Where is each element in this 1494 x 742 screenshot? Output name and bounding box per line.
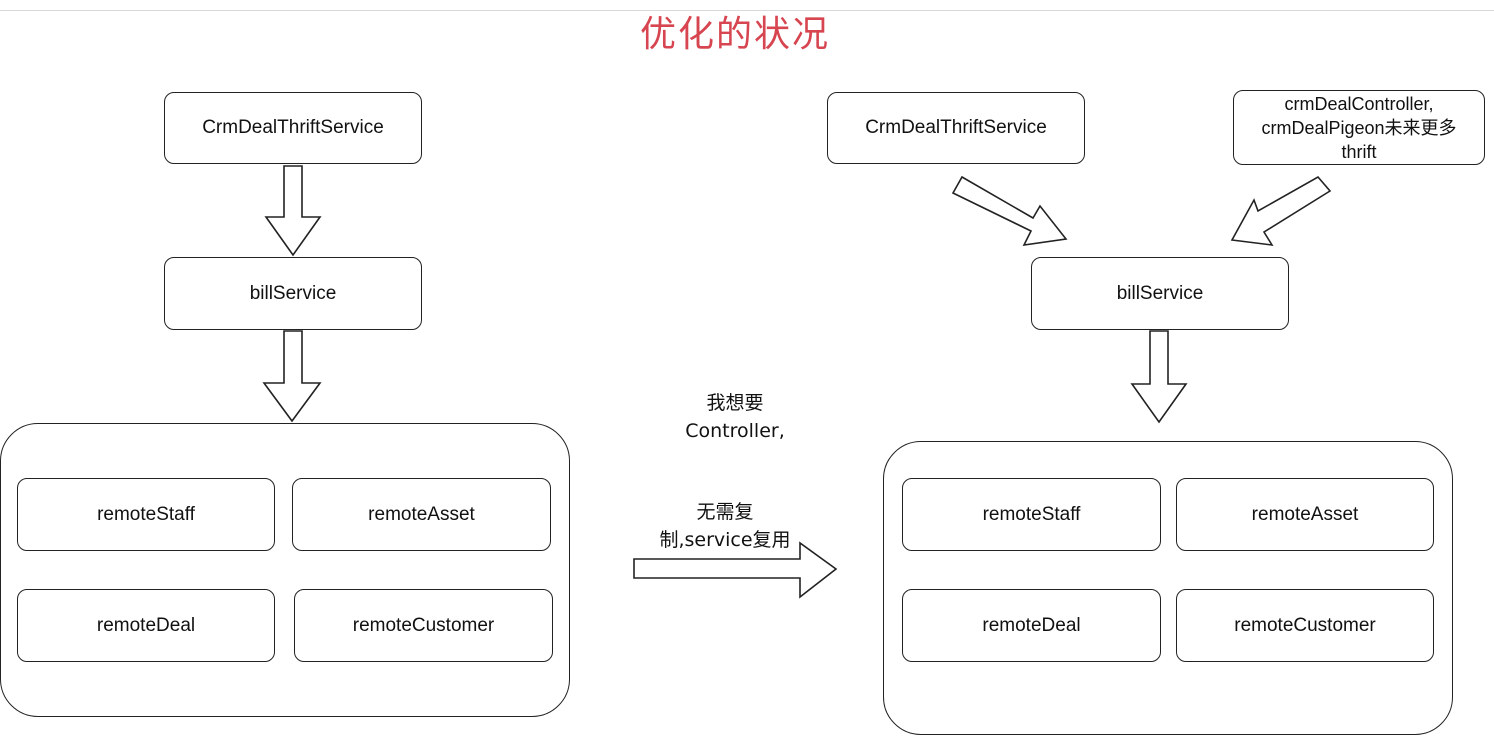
left-remote-staff-label: remoteStaff: [97, 503, 195, 525]
future-thrift-box: crmDealController, crmDealPigeon未来更多 thr…: [1233, 90, 1485, 165]
left-remote-staff-box: remoteStaff: [17, 478, 275, 551]
right-remote-staff-label: remoteStaff: [982, 503, 1081, 525]
left-bill-service-label: billService: [249, 282, 337, 304]
top-divider: [0, 10, 1494, 11]
right-thrift-service-label: CrmDealThriftService: [865, 117, 1047, 138]
caption-line-3: 无需复: [696, 501, 754, 523]
left-remote-deal-label: remoteDeal: [96, 614, 196, 636]
right-arrow-diagonal-right: [1230, 175, 1332, 247]
right-remote-customer-box: remoteCustomer: [1176, 589, 1434, 662]
right-bill-service-label: billService: [1116, 282, 1204, 304]
right-remote-deal-box: remoteDeal: [902, 589, 1161, 662]
right-remote-deal-label: remoteDeal: [982, 614, 1081, 636]
transition-arrow-right: [633, 541, 838, 599]
left-thrift-service-box: CrmDealThriftService: [164, 92, 422, 164]
right-thrift-service-box: CrmDealThriftService: [827, 92, 1085, 164]
left-arrow-down-2: [262, 330, 322, 423]
page-title: 优化的状况: [639, 14, 830, 55]
right-remote-asset-box: remoteAsset: [1176, 478, 1434, 551]
right-arrow-diagonal-left: [951, 175, 1068, 247]
future-thrift-line-3: thrift: [1341, 141, 1377, 162]
caption-line-1: 我想要: [706, 392, 764, 414]
left-remote-customer-label: remoteCustomer: [352, 614, 495, 636]
caption-line-4: 制,service复用: [659, 529, 791, 551]
left-remote-customer-box: remoteCustomer: [294, 589, 553, 662]
right-remote-customer-label: remoteCustomer: [1234, 614, 1376, 636]
left-arrow-down-1: [264, 165, 322, 257]
right-arrow-down: [1130, 330, 1188, 424]
left-remote-deal-box: remoteDeal: [17, 589, 275, 662]
right-remote-staff-box: remoteStaff: [902, 478, 1161, 551]
right-remote-asset-label: remoteAsset: [1251, 503, 1359, 525]
future-thrift-line-1: crmDealController,: [1284, 93, 1434, 114]
left-remote-asset-label: remoteAsset: [368, 503, 475, 525]
left-remote-asset-box: remoteAsset: [292, 478, 551, 551]
left-thrift-service-label: CrmDealThriftService: [202, 117, 384, 138]
caption-line-2: Controller,: [685, 420, 785, 442]
future-thrift-line-2: crmDealPigeon未来更多: [1261, 117, 1457, 138]
transition-caption-bottom: 无需复 制,service复用: [630, 498, 820, 554]
right-bill-service-box: billService: [1031, 257, 1289, 330]
transition-caption-top: 我想要 Controller,: [640, 389, 830, 445]
left-bill-service-box: billService: [164, 257, 422, 330]
left-remote-container: [0, 423, 570, 717]
